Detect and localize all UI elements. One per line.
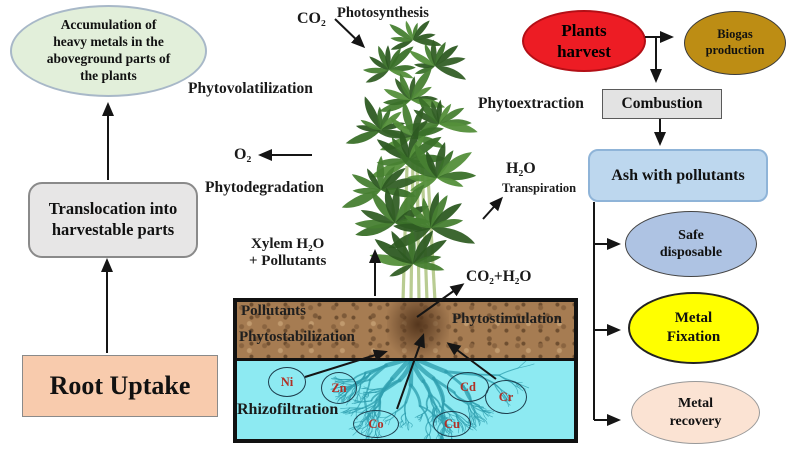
label-phytovolatilization: Phytovolatilization — [188, 80, 313, 97]
label-co2: CO₂ — [297, 10, 326, 27]
node-combustion: Combustion — [602, 89, 722, 119]
node-biogas-production: Biogas production — [684, 11, 786, 75]
node-metal-recovery: Metal recovery — [631, 381, 760, 444]
label-co2-h2o: CO₂+H₂O — [466, 268, 532, 285]
node-plants-harvest: Plants harvest — [522, 10, 646, 72]
node-ash-with-pollutants: Ash with pollutants — [588, 149, 768, 202]
node-translocation: Translocation into harvestable parts — [28, 182, 198, 258]
metal-circle-co: Co — [353, 410, 399, 438]
metal-circle-cu: Cu — [433, 411, 471, 437]
label-transpiration: Transpiration — [502, 181, 577, 195]
label-phytostabilization: Phytostabilization — [239, 329, 355, 345]
node-accumulation: Accumulation of heavy metals in the abov… — [10, 5, 207, 97]
label-xylem-pollutants: Xylem H₂O + Pollutants — [249, 236, 327, 270]
label-o2: O₂ — [234, 146, 252, 163]
node-root-uptake: Root Uptake — [22, 355, 218, 417]
label-phytostimulation: Phytostimulation — [452, 311, 563, 327]
label-phytoextraction: Phytoextraction — [478, 95, 584, 112]
node-metal-fixation: Metal Fixation — [628, 292, 759, 364]
label-pollutants: Pollutants — [241, 303, 307, 319]
metal-circle-zn: Zn — [321, 372, 357, 404]
metal-circle-cd: Cd — [447, 372, 489, 402]
metal-circle-ni: Ni — [268, 367, 306, 397]
node-safe-disposable: Safe disposable — [625, 211, 757, 277]
label-rhizofiltration: Rhizofiltration — [237, 401, 339, 418]
label-photosynthesis: Photosynthesis — [337, 5, 429, 21]
metal-circle-cr: Cr — [485, 380, 527, 414]
label-h2o: H₂O — [506, 160, 536, 177]
root-column-in-soil — [387, 302, 449, 358]
plant-illustration — [341, 20, 478, 302]
label-phytodegradation: Phytodegradation — [205, 179, 324, 196]
